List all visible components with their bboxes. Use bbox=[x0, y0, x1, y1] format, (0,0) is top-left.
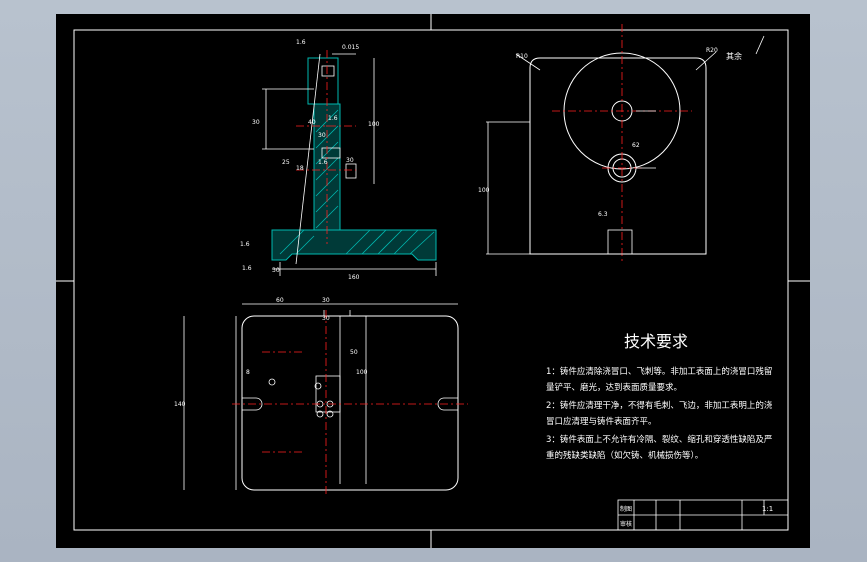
dim-text: 140 bbox=[174, 401, 186, 408]
dim-text: 1.6 bbox=[296, 39, 306, 46]
dim-text: 100 bbox=[356, 369, 368, 376]
dim-text: 6.3 bbox=[598, 211, 608, 218]
dim-text: 50 bbox=[350, 349, 358, 356]
dim-text: 30 bbox=[322, 297, 330, 304]
scale-text: 1:1 bbox=[762, 505, 773, 513]
front-outline bbox=[529, 57, 707, 255]
front-view: R10 R20 其余 62 100 6.3 bbox=[478, 24, 765, 264]
side-section-view: 1.6 0.015 30 40 1.6 1.6 30 100 25 18 30 … bbox=[240, 39, 437, 281]
dim-text: 1.6 bbox=[328, 115, 338, 122]
top-view: 60 30 30 8 50 100 140 bbox=[174, 297, 468, 494]
upper-boss bbox=[307, 57, 339, 105]
technical-requirements: 技术要求 1：铸件应清除浇冒口、飞刺等。非加工表面上的浇冒口残留量铲平、磨光，达… bbox=[546, 328, 776, 464]
title-block bbox=[617, 499, 789, 531]
dim-text: 100 bbox=[478, 187, 490, 194]
top-outline bbox=[241, 315, 459, 491]
dim-text: 30 bbox=[322, 315, 330, 322]
dim-text: 0.015 bbox=[342, 44, 359, 51]
dim-text: 30 bbox=[318, 132, 326, 139]
dim-text: 160 bbox=[348, 274, 360, 281]
title-block-label: 审核 bbox=[620, 520, 632, 528]
dim-text: 30 bbox=[252, 119, 260, 126]
requirement-note: 3：铸件表面上不允许有冷隔、裂纹、缩孔和穿透性缺陷及严重的残缺类缺陷（如欠铸、机… bbox=[546, 435, 773, 461]
requirements-title: 技术要求 bbox=[623, 332, 688, 351]
drawing-canvas: 1.6 0.015 30 40 1.6 1.6 30 100 25 18 30 … bbox=[56, 14, 810, 548]
dim-text: 25 bbox=[282, 159, 290, 166]
dim-text: 8 bbox=[246, 369, 250, 376]
dim-text: 30 bbox=[272, 267, 280, 274]
requirement-note: 1：铸件应清除浇冒口、飞刺等。非加工表面上的浇冒口残留量铲平、磨光，达到表面质量… bbox=[546, 367, 773, 393]
dim-text: 1.6 bbox=[240, 241, 250, 248]
radius-text: R20 bbox=[706, 47, 718, 54]
dim-text: 1.6 bbox=[242, 265, 252, 272]
dim-text: 62 bbox=[632, 142, 640, 149]
dim-text: 18 bbox=[296, 165, 304, 172]
dim-text: 40 bbox=[308, 119, 316, 126]
dim-text: 100 bbox=[368, 121, 380, 128]
radius-text: R10 bbox=[516, 53, 528, 60]
requirement-note: 2：铸件应清理干净，不得有毛刺、飞边，非加工表明上的浇冒口应清理与铸件表面齐平。 bbox=[546, 401, 773, 427]
dim-text: 1.6 bbox=[318, 159, 328, 166]
surface-rest-note: 其余 bbox=[726, 51, 742, 61]
title-block-label: 制图 bbox=[620, 505, 632, 513]
dim-text: 60 bbox=[276, 297, 284, 304]
drawing-sheet: 1.6 0.015 30 40 1.6 1.6 30 100 25 18 30 … bbox=[56, 14, 810, 548]
dim-text: 30 bbox=[346, 157, 354, 164]
